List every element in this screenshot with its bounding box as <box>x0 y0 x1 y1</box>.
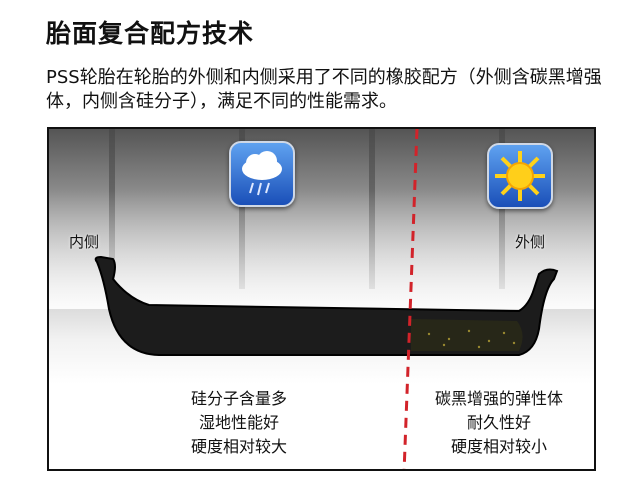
description: PSS轮胎在轮胎的外侧和内侧采用了不同的橡胶配方（外侧含碳黑增强体，内侧含硅分子… <box>46 67 602 112</box>
tire-cross-section <box>94 129 559 469</box>
rain-cloud-icon <box>229 141 295 207</box>
page-title: 胎面复合配方技术 <box>46 19 255 48</box>
divider-line <box>402 129 419 469</box>
inner-side-label: 内侧 <box>69 233 100 251</box>
tire-diagram: 内侧 外侧 硅分子含量多 湿地性能好 硬度相对较大 碳黑增强的弹性体 耐久性好 … <box>47 127 596 471</box>
outer-features: 碳黑增强的弹性体 耐久性好 硬度相对较小 <box>434 389 563 456</box>
inner-features: 硅分子含量多 湿地性能好 硬度相对较大 <box>190 389 287 456</box>
sun-icon <box>487 143 553 209</box>
outer-side-label: 外侧 <box>515 233 546 251</box>
